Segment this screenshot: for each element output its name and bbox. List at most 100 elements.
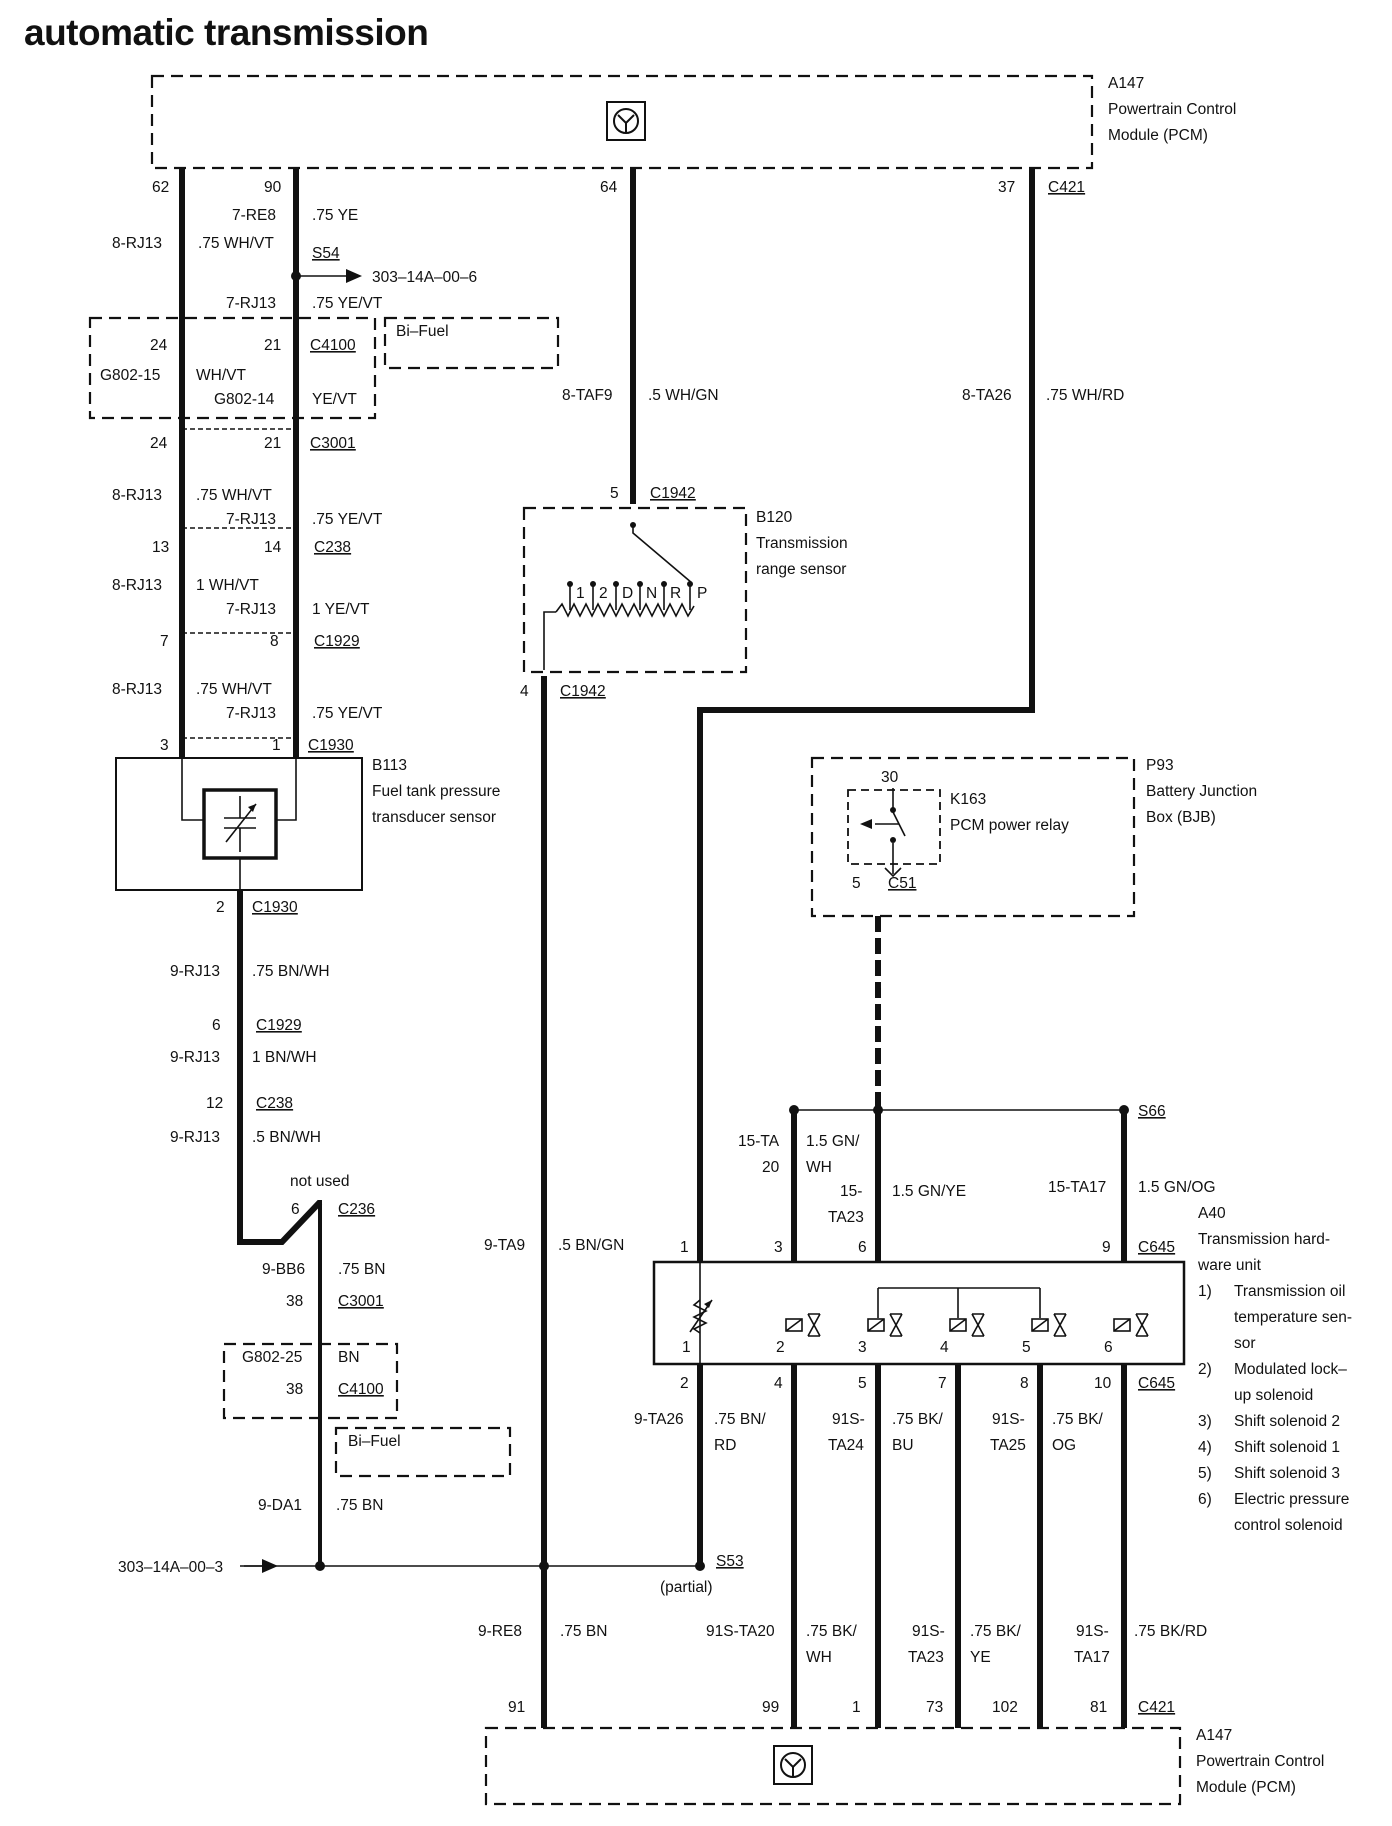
pin-64: 64 [600, 179, 618, 196]
wl-ta26a: 8-TA26 [962, 387, 1012, 404]
conn-c51: C51 [888, 875, 916, 892]
wl-ta23ba: 91S- [912, 1623, 945, 1640]
wl-g802-15-color: WH/VT [196, 367, 246, 384]
pin-c645-9: 9 [1102, 1239, 1111, 1256]
a40-inner-1: 1 [682, 1339, 691, 1356]
wl-ta20b2: WH [806, 1159, 832, 1176]
wl-ta23b: 1.5 GN/YE [892, 1183, 966, 1200]
wl-ta24a: 91S- [832, 1411, 865, 1428]
a40-id: A40 [1198, 1205, 1226, 1222]
legend-num-4: 4) [1198, 1439, 1212, 1456]
pcm-top-module: A147 Powertrain Control Module (PCM) [150, 74, 1236, 170]
solenoid-2-icon [785, 1313, 821, 1337]
wl-ta23a: 15- [840, 1183, 862, 1200]
wl-w90a: 7-RE8 [232, 207, 276, 224]
conn-c1942-bottom: C1942 [560, 683, 606, 700]
legend-num-5: 5) [1198, 1465, 1212, 1482]
legend-text-5: Shift solenoid 3 [1234, 1465, 1340, 1482]
wl-ta20ba: 91S-TA20 [706, 1623, 775, 1640]
a40-inner-5: 5 [1022, 1339, 1031, 1356]
ref-top: 303–14A–00–6 [372, 269, 477, 286]
wl-re8a: 9-RE8 [478, 1623, 522, 1640]
pin-c4100-24: 24 [150, 337, 168, 354]
conn-c3001-bottom: C3001 [338, 1293, 384, 1310]
bifuel-box-top [383, 316, 560, 370]
bifuel-region-top [88, 316, 377, 420]
pin-c3001-38: 38 [286, 1293, 303, 1310]
wire-labels: 7-RE8 .75 YE 8-RJ13 .75 WH/VT 7-RJ13 .75… [100, 207, 1216, 1666]
range-contacts-icon [543, 581, 695, 670]
pin-c238-14: 14 [264, 539, 282, 556]
wl-w90c: 7-RJ13 [226, 295, 276, 312]
range-pos-2: 2 [599, 585, 608, 602]
conn-s66: S66 [1138, 1103, 1166, 1120]
wl-g802-15: G802-15 [100, 367, 160, 384]
conn-s54: S54 [312, 245, 340, 262]
pin-pcm-81: 81 [1090, 1699, 1107, 1716]
pcm-top-name-1: Powertrain Control [1108, 101, 1236, 118]
wl-ta20bb2: WH [806, 1649, 832, 1666]
wl-ta17bb: .75 BK/RD [1134, 1623, 1207, 1640]
wl-ta24b2: BU [892, 1437, 914, 1454]
wl-ta23bb: .75 BK/ [970, 1623, 1022, 1640]
wl-c3001b: .75 WH/VT [196, 487, 272, 504]
wl-ta25b: .75 BK/ [1052, 1411, 1104, 1428]
legend-text-2a: Modulated lock– [1234, 1361, 1347, 1378]
wl-ta26lb2: RD [714, 1437, 736, 1454]
wl-taf9b: .5 WH/GN [648, 387, 719, 404]
wl-ta26lb: .75 BN/ [714, 1411, 766, 1428]
wires [179, 168, 1129, 1728]
p93-id: P93 [1146, 757, 1174, 774]
conn-c4100-top: C4100 [310, 337, 356, 354]
legend-num-3: 3) [1198, 1413, 1212, 1430]
pin-c1929-6: 6 [212, 1017, 221, 1034]
arrow-right-icon [346, 269, 362, 283]
b120-name-1: Transmission [756, 535, 848, 552]
p93-name-2: Box (BJB) [1146, 809, 1216, 826]
pin-c238-12: 12 [206, 1095, 223, 1112]
pin-37: 37 [998, 179, 1015, 196]
not-used-label: not used [290, 1173, 349, 1190]
conn-c3001-top: C3001 [310, 435, 356, 452]
pcm-top-id: A147 [1108, 75, 1144, 92]
conn-s53: S53 [716, 1553, 744, 1570]
wl-ta23bb2: YE [970, 1649, 991, 1666]
wl-g802-14: G802-14 [214, 391, 275, 408]
wl-w90b: .75 YE [312, 207, 358, 224]
wl-c238b: 1 WH/VT [196, 577, 259, 594]
pcm-bottom-id: A147 [1196, 1727, 1232, 1744]
k163-name: PCM power relay [950, 817, 1069, 834]
conn-c1930-bottom: C1930 [252, 899, 298, 916]
conn-c4100-bottom: C4100 [338, 1381, 384, 1398]
solenoid-5-icon [1031, 1313, 1067, 1337]
wl-c238d: 1 YE/VT [312, 601, 370, 618]
wl-g802-25: G802-25 [242, 1349, 302, 1366]
legend-text-1a: Transmission oil [1234, 1283, 1345, 1300]
wire-9-rj13 [237, 890, 323, 1245]
wl-c1929a: 8-RJ13 [112, 681, 162, 698]
bifuel-bottom-label: Bi–Fuel [348, 1433, 401, 1450]
wl-ta9b: .5 BN/GN [558, 1237, 624, 1254]
pin-c236-6: 6 [291, 1201, 300, 1218]
pin-c4100-21: 21 [264, 337, 281, 354]
wl-ta17ba: 91S- [1076, 1623, 1109, 1640]
wl-c1929d: .75 YE/VT [312, 705, 383, 722]
legend-text-1b: temperature sen- [1234, 1309, 1352, 1326]
pin-pcm-99: 99 [762, 1699, 779, 1716]
wl-c3001c: 7-RJ13 [226, 511, 276, 528]
range-pos-p: P [697, 585, 707, 602]
legend-text-2b: up solenoid [1234, 1387, 1313, 1404]
solenoid-3-icon [867, 1313, 903, 1337]
a40-inner-4: 4 [940, 1339, 949, 1356]
bifuel-region-bottom [222, 1342, 399, 1420]
solenoid-4-icon [949, 1313, 985, 1337]
conn-c238-top: C238 [314, 539, 351, 556]
conn-c421-top: C421 [1048, 179, 1085, 196]
pin-c645-10: 10 [1094, 1375, 1112, 1392]
pin-c645-1: 1 [680, 1239, 689, 1256]
wl-c3001d: .75 YE/VT [312, 511, 383, 528]
wl-ta26b: .75 WH/RD [1046, 387, 1124, 404]
pin-c645-7: 7 [938, 1375, 947, 1392]
pin-c645-3: 3 [774, 1239, 783, 1256]
b120-name-2: range sensor [756, 561, 846, 578]
